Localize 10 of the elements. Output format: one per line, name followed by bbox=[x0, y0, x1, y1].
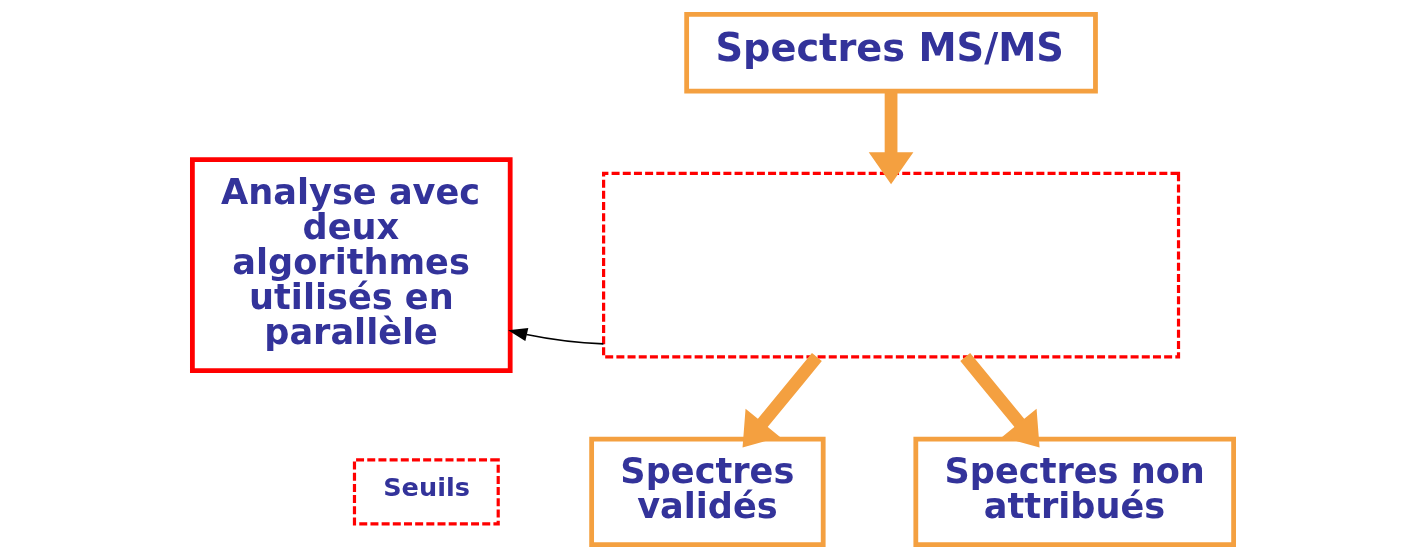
node-box: Spectres non attribués bbox=[912, 436, 1236, 547]
node-box: Analyse avec deux algorithmes utilisés en parallèle bbox=[189, 157, 513, 373]
node-box: Spectres MS/MS bbox=[683, 12, 1098, 94]
node-box: Seuils bbox=[352, 458, 500, 526]
arrow bbox=[742, 352, 822, 448]
node-box: Spectres validés bbox=[588, 436, 826, 547]
arrow bbox=[959, 352, 1040, 448]
arrow bbox=[868, 91, 913, 185]
node-box bbox=[601, 171, 1180, 359]
arrow bbox=[507, 327, 604, 345]
